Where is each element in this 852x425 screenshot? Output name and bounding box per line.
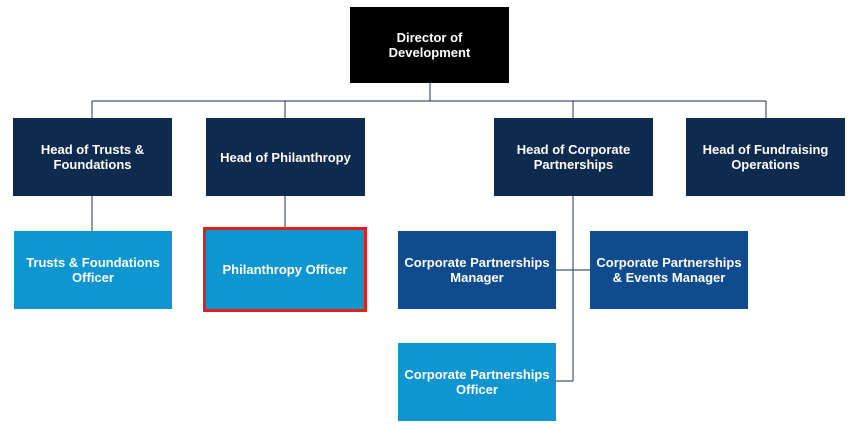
corporate-partnerships-events-manager-box: Corporate Partnerships & Events Manager	[590, 231, 748, 309]
corporate-partnerships-manager-box: Corporate Partnerships Manager	[398, 231, 556, 309]
corporate-partnerships-events-manager-label: Corporate Partnerships & Events Manager	[596, 255, 742, 285]
philanthropy-officer-box: Philanthropy Officer	[203, 227, 367, 312]
head-of-trusts-box: Head of Trusts & Foundations	[13, 118, 172, 196]
corporate-partnerships-manager-label: Corporate Partnerships Manager	[404, 255, 550, 285]
head-of-trusts-label: Head of Trusts & Foundations	[40, 142, 145, 172]
director-of-development-box: Director of Development	[350, 7, 509, 83]
philanthropy-officer-label: Philanthropy Officer	[222, 262, 348, 277]
corporate-partnerships-officer-box: Corporate Partnerships Officer	[398, 343, 556, 421]
trusts-foundations-officer-label: Trusts & Foundations Officer	[26, 255, 160, 285]
head-of-philanthropy-box: Head of Philanthropy	[206, 118, 365, 196]
head-of-philanthropy-label: Head of Philanthropy	[220, 149, 351, 165]
corporate-partnerships-officer-label: Corporate Partnerships Officer	[404, 367, 550, 397]
trusts-foundations-officer-box: Trusts & Foundations Officer	[14, 231, 172, 309]
director-of-development-label: Director of Development	[388, 30, 471, 60]
head-of-fundraising-operations-box: Head of Fundraising Operations	[686, 118, 845, 196]
head-of-fundraising-operations-label: Head of Fundraising Operations	[702, 142, 829, 172]
head-of-corporate-partnerships-box: Head of Corporate Partnerships	[494, 118, 653, 196]
head-of-corporate-partnerships-label: Head of Corporate Partnerships	[516, 142, 631, 172]
